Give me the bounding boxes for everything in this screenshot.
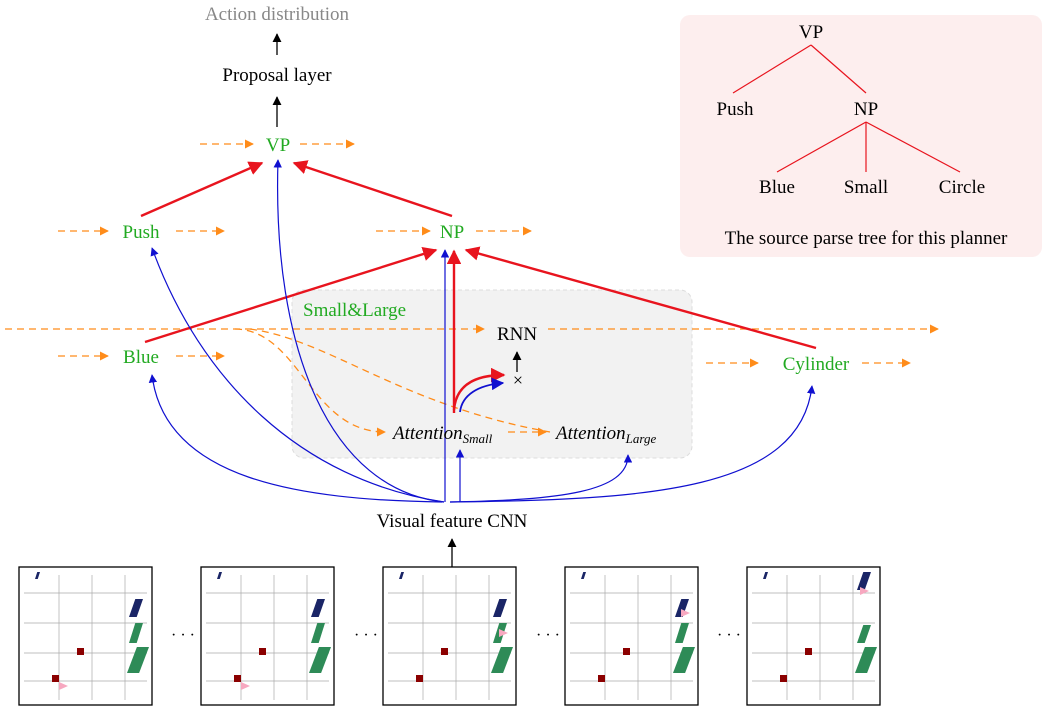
green-parallelogram: [309, 647, 331, 673]
green-parallelogram: [675, 623, 689, 643]
tiny-marker: [763, 572, 768, 579]
tree-push-label: Push: [717, 99, 754, 120]
tree-edge: [776, 121, 867, 173]
green-parallelogram: [491, 647, 513, 673]
parse-tree-panel: [680, 15, 1042, 257]
green-parallelogram: [129, 623, 143, 643]
edge-attention-multiply: [452, 367, 506, 411]
green-parallelogram: [855, 647, 877, 673]
green-parallelogram: [857, 625, 871, 643]
parse-tree: [732, 44, 961, 173]
cnn-to-attention-large: [449, 454, 633, 503]
ellipsis: · · ·: [171, 627, 195, 644]
tiny-marker: [399, 572, 404, 579]
tiny-marker: [581, 572, 586, 579]
frame-thumbnail: [564, 566, 699, 706]
red-block: [441, 648, 448, 655]
navy-parallelogram: [493, 599, 507, 617]
green-parallelogram: [311, 623, 325, 643]
pink-triangle: [681, 609, 690, 617]
ellipsis: · · ·: [354, 627, 378, 644]
frame-thumbnail: [200, 566, 335, 706]
attention-small-label: AttentionSmall: [391, 423, 493, 446]
tiny-marker: [35, 572, 40, 579]
tree-edge: [810, 44, 867, 94]
navy-parallelogram: [857, 572, 871, 590]
edge-cylinder-np: [464, 246, 817, 350]
frame-thumbnail: [18, 566, 153, 706]
navy-parallelogram: [675, 599, 689, 617]
red-block: [259, 648, 266, 655]
frame-thumbnail: [382, 566, 517, 706]
tree-small-label: Small: [844, 177, 888, 198]
frame-sequence: [18, 566, 881, 706]
pink-triangle: [860, 587, 869, 595]
tree-edge: [732, 44, 812, 94]
pink-triangle: [59, 682, 68, 690]
edge-np-vp: [292, 160, 453, 218]
red-block: [598, 675, 605, 682]
red-block: [623, 648, 630, 655]
visual-feature-cnn-label: Visual feature CNN: [377, 511, 528, 532]
flow-curve-attention-large: [249, 328, 551, 433]
red-block: [805, 648, 812, 655]
rnn-label: RNN: [497, 324, 537, 345]
node-blue: Blue: [123, 347, 159, 368]
tree-edge: [865, 121, 961, 173]
tree-caption: The source parse tree for this planner: [725, 228, 1008, 249]
multiply-symbol: ×: [513, 370, 523, 390]
pink-triangle: [499, 629, 508, 637]
navy-parallelogram: [311, 599, 325, 617]
navy-parallelogram: [129, 599, 143, 617]
module-group-label: Small&Large: [303, 300, 406, 321]
edge-blue-np: [144, 247, 438, 344]
ellipsis: · · ·: [717, 627, 741, 644]
red-block: [780, 675, 787, 682]
tiny-marker: [217, 572, 222, 579]
node-push: Push: [123, 222, 160, 243]
pink-triangle: [241, 682, 250, 690]
cnn-attention-multiply: [459, 377, 505, 413]
proposal-layer-label: Proposal layer: [222, 65, 332, 86]
cnn-to-cylinder: [449, 385, 816, 503]
tree-root-label: VP: [799, 22, 823, 43]
tree-circle-label: Circle: [939, 177, 985, 198]
tree-np-label: NP: [854, 99, 878, 120]
node-np: NP: [440, 222, 464, 243]
red-block: [416, 675, 423, 682]
cnn-to-blue: [148, 374, 443, 503]
ellipsis: · · ·: [536, 627, 560, 644]
cnn-to-vp: [273, 159, 445, 503]
red-block: [52, 675, 59, 682]
attention-large-label: AttentionLarge: [554, 423, 656, 446]
action-distribution-label: Action distribution: [205, 4, 350, 25]
tree-blue-label: Blue: [759, 177, 795, 198]
green-parallelogram: [127, 647, 149, 673]
green-parallelogram: [673, 647, 695, 673]
node-vp: VP: [266, 135, 290, 156]
red-block: [234, 675, 241, 682]
edge-push-vp: [140, 161, 264, 218]
node-cylinder: Cylinder: [783, 354, 850, 375]
cnn-to-push: [150, 247, 445, 503]
red-block: [77, 648, 84, 655]
